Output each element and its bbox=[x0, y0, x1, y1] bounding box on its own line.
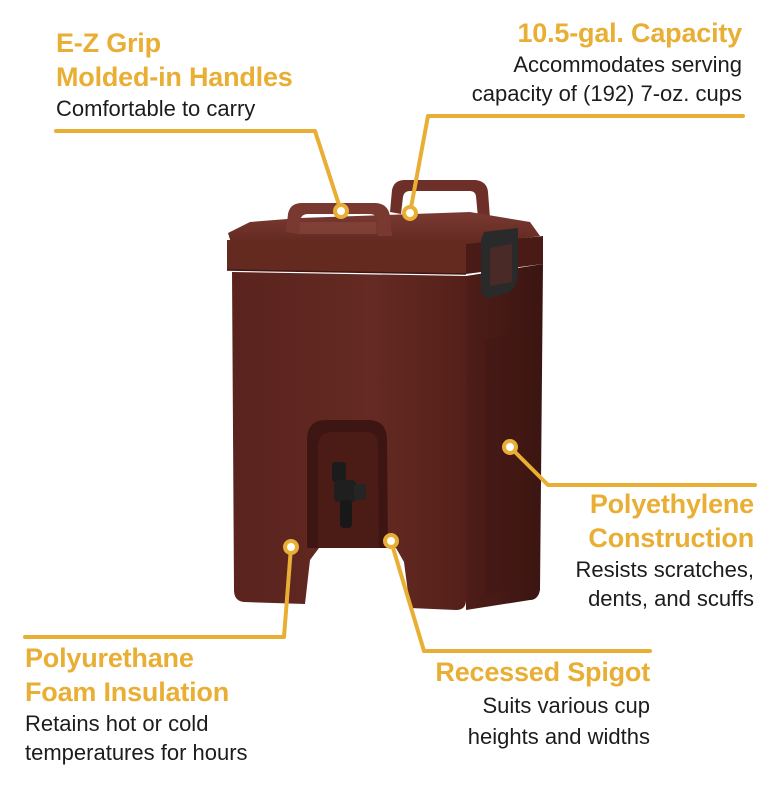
spigot-leader-line bbox=[389, 539, 652, 653]
body-front bbox=[232, 272, 466, 610]
spigot-description-line2: heights and widths bbox=[467, 724, 650, 749]
lid bbox=[226, 203, 543, 275]
callout-insulation: Polyurethane Foam Insulation Retains hot… bbox=[25, 641, 248, 767]
insulation-leader-line bbox=[23, 545, 293, 639]
insulation-description-line1: Retains hot or cold bbox=[25, 711, 209, 736]
callout-lines bbox=[23, 114, 757, 653]
capacity-leader-line bbox=[408, 114, 745, 215]
handles-leader-line bbox=[54, 129, 343, 213]
callout-construction: Polyethylene Construction Resists scratc… bbox=[576, 487, 755, 613]
construction-description-line1: Resists scratches, bbox=[575, 557, 755, 582]
capacity-title: 10.5-gal. Capacity bbox=[517, 18, 742, 48]
spigot-description-line1: Suits various cup bbox=[482, 693, 650, 718]
callout-dots bbox=[283, 203, 518, 555]
spigot-title: Recessed Spigot bbox=[435, 657, 650, 687]
insulation-title-line2: Foam Insulation bbox=[25, 677, 230, 707]
callout-spigot: Recessed Spigot Suits various cup height… bbox=[435, 655, 650, 751]
handles-title-line1: E-Z Grip bbox=[56, 28, 161, 58]
insulation-description-line2: temperatures for hours bbox=[25, 740, 248, 765]
callout-handles: E-Z Grip Molded-in Handles Comfortable t… bbox=[56, 26, 293, 123]
capacity-dot-icon bbox=[402, 205, 418, 221]
handles-dot-icon bbox=[333, 203, 349, 219]
spigot-dot-icon bbox=[383, 533, 399, 549]
insulation-title-line1: Polyurethane bbox=[25, 643, 194, 673]
callout-capacity: 10.5-gal. Capacity Accommodates serving … bbox=[472, 16, 742, 108]
construction-dot-icon bbox=[502, 439, 518, 455]
spigot bbox=[332, 462, 366, 528]
construction-title-line2: Construction bbox=[588, 523, 754, 553]
latch bbox=[481, 228, 518, 298]
insulation-dot-icon bbox=[283, 539, 299, 555]
body-side bbox=[466, 264, 543, 610]
handles-title-line2: Molded-in Handles bbox=[56, 62, 293, 92]
capacity-description-line2: capacity of (192) 7-oz. cups bbox=[471, 81, 742, 106]
construction-description-line2: dents, and scuffs bbox=[588, 586, 754, 611]
capacity-description-line1: Accommodates serving bbox=[513, 52, 742, 77]
handles-description: Comfortable to carry bbox=[56, 96, 256, 121]
construction-leader-line bbox=[508, 445, 757, 487]
construction-title-line1: Polyethylene bbox=[589, 489, 754, 519]
